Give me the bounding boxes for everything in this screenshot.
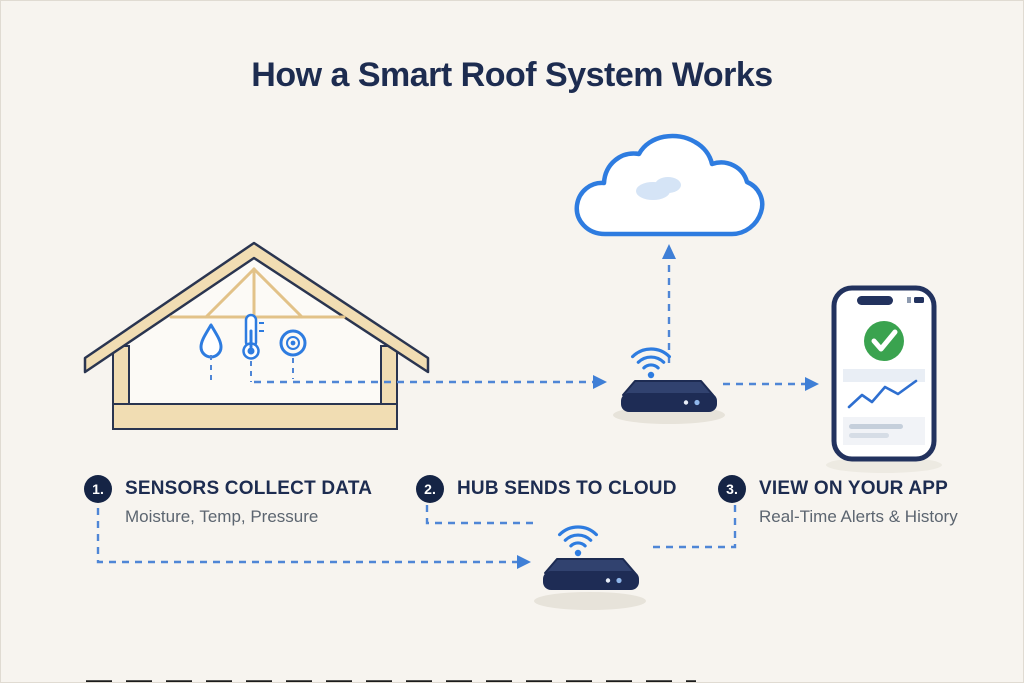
- text-skeleton-line: [849, 424, 903, 429]
- trend-line-chart: [847, 379, 918, 409]
- roof-trusses: [169, 267, 346, 319]
- cloud-icon: [574, 133, 765, 237]
- flow-connectors: [96, 257, 805, 564]
- phone-battery-icon: [914, 297, 924, 303]
- step-1: 1. SENSORS COLLECT DATA Moisture, Temp, …: [84, 475, 372, 527]
- hub2-front-face: [543, 571, 639, 590]
- hub2-top-face: [544, 558, 636, 574]
- step-3: 3. VIEW ON YOUR APP Real-Time Alerts & H…: [718, 475, 958, 527]
- sensor-icons: [199, 313, 307, 385]
- arrowhead-right-to-hub: [593, 375, 607, 389]
- checkmark-icon: [871, 329, 898, 352]
- step-1-number-badge: 1.: [84, 475, 112, 503]
- step-3-label: VIEW ON YOUR APP: [759, 478, 949, 499]
- smartphone: [831, 285, 937, 462]
- step-3-number-badge: 3.: [718, 475, 746, 503]
- hub-top-face: [622, 380, 714, 396]
- hub2-shadow: [534, 592, 646, 610]
- hub-status-light: [694, 399, 700, 406]
- hub-front-face: [621, 393, 717, 412]
- hub-device: [621, 347, 717, 412]
- wifi-signal-icon: [631, 347, 671, 370]
- step-1-label: SENSORS COLLECT DATA: [125, 478, 373, 499]
- arrowhead-right-to-phone: [805, 377, 819, 391]
- step3-to-hub2-line: [653, 505, 737, 549]
- text-skeleton-line-2: [849, 433, 889, 438]
- status-ok-circle: [864, 321, 904, 361]
- inner-cloud-shape: [636, 177, 681, 200]
- arrowhead-right-to-hub2: [517, 555, 531, 569]
- page-title: How a Smart Roof System Works: [251, 56, 773, 94]
- thermometer-icon: [242, 313, 264, 360]
- roof-band: [83, 241, 430, 374]
- phone-notch: [857, 296, 893, 305]
- step-1-subtitle: Moisture, Temp, Pressure: [125, 507, 319, 526]
- hub2-status-light-2: [605, 578, 611, 583]
- step1-to-hub2-line: [96, 508, 517, 564]
- arrowheads: [517, 244, 819, 569]
- wifi-dot-2: [574, 549, 582, 557]
- step-3-subtitle: Real-Time Alerts & History: [759, 507, 958, 526]
- step-2-number-badge: 2.: [416, 475, 444, 503]
- hub-status-light-2: [683, 400, 689, 405]
- wifi-signal-icon-2: [558, 525, 598, 548]
- app-list-row: [843, 369, 925, 382]
- phone-signal-icon: [907, 297, 911, 303]
- wifi-dot: [647, 371, 655, 379]
- arrowhead-up-to-cloud: [662, 244, 676, 259]
- pressure-sensor-target-icon: [279, 329, 307, 357]
- step2-to-hub2-line: [425, 505, 537, 525]
- app-list-row-2: [843, 417, 925, 445]
- house-base: [112, 403, 398, 430]
- hub-device-2: [543, 525, 639, 590]
- sensor-drop-lines: [210, 355, 294, 385]
- step-2: 2. HUB SENDS TO CLOUD: [416, 475, 677, 507]
- hub2-status-light: [616, 577, 622, 584]
- step-2-label: HUB SENDS TO CLOUD: [457, 478, 677, 499]
